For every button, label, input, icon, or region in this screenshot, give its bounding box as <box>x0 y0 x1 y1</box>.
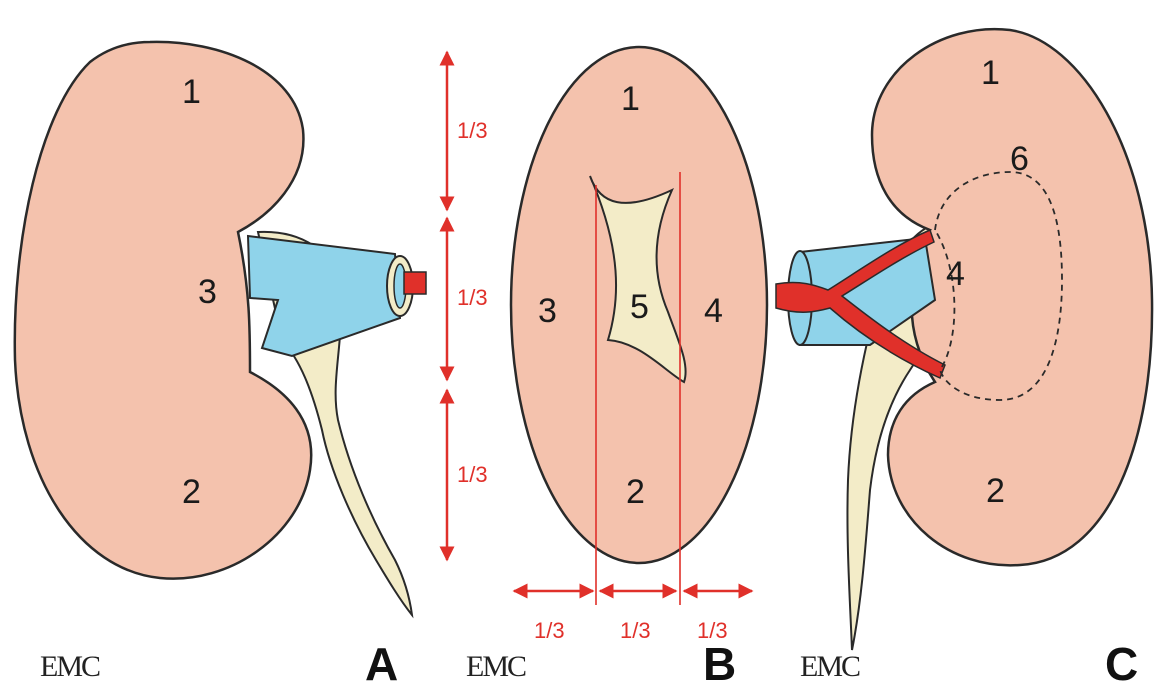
panel-c-label-zone: 6 <box>1010 140 1029 178</box>
panel-a-label-hilum: 3 <box>198 273 217 311</box>
panel-a-kidney <box>15 42 311 579</box>
vertical-fraction-3: 1/3 <box>457 462 488 487</box>
panel-a-label-lower: 2 <box>182 473 201 511</box>
vertical-fraction-2: 1/3 <box>457 285 488 310</box>
panel-c-label-lower: 2 <box>986 472 1005 510</box>
panel-b-emc-logo: EMC <box>466 650 526 683</box>
panel-b-label-left: 3 <box>538 292 557 330</box>
panel-b-letter: B <box>703 638 736 690</box>
panel-c-label-upper: 1 <box>981 54 1000 92</box>
horizontal-fraction-2: 1/3 <box>620 618 651 643</box>
panel-b-label-upper: 1 <box>621 80 640 118</box>
horizontal-fraction-1: 1/3 <box>534 618 565 643</box>
panel-a-letter: A <box>365 638 398 690</box>
panel-a-renal-vein <box>248 236 400 356</box>
panel-c: 1 2 4 6 EMC C <box>776 29 1152 690</box>
panel-b-label-lower: 2 <box>626 473 645 511</box>
vertical-fraction-1: 1/3 <box>457 118 488 143</box>
panel-a-renal-artery <box>404 272 426 294</box>
panel-c-label-middle: 4 <box>946 255 965 293</box>
panel-a-label-upper: 1 <box>182 73 201 111</box>
panel-c-letter: C <box>1105 638 1138 690</box>
panel-a-emc-logo: EMC <box>40 650 100 683</box>
panel-c-emc-logo: EMC <box>800 650 860 683</box>
panel-a: 1 2 3 EMC A <box>15 42 426 690</box>
panel-b: 1 2 3 4 5 1/3 1/3 1/3 1/3 1/3 1/3 EMC B <box>447 47 767 690</box>
panel-b-label-center: 5 <box>630 288 649 326</box>
panel-b-label-right: 4 <box>704 292 723 330</box>
